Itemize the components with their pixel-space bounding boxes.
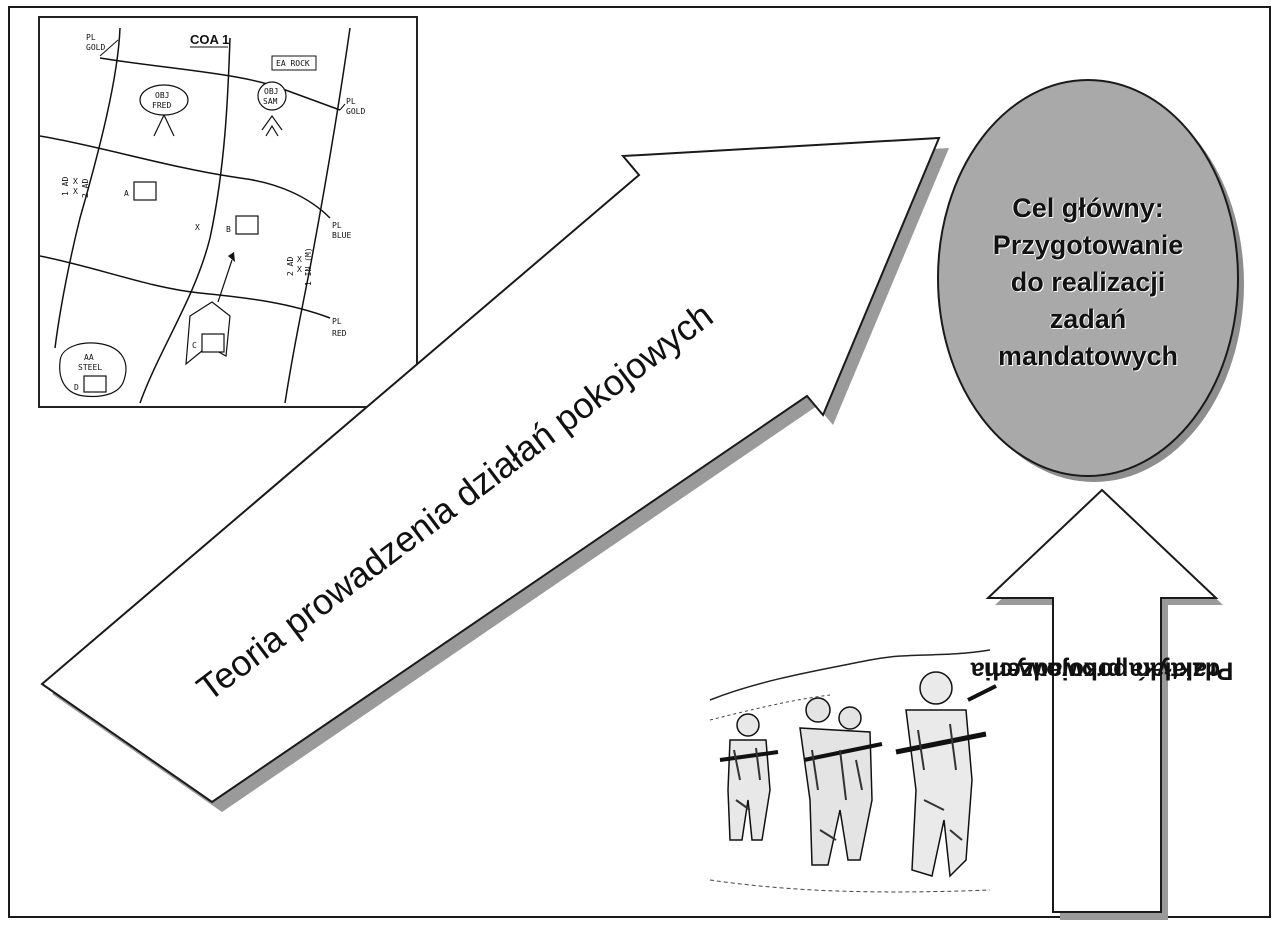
goal-line-5: mandatowych: [997, 340, 1179, 371]
pl-red-label: PL: [332, 317, 342, 326]
boundary-left-x1: X: [73, 177, 78, 186]
obj-sam-label: OBJ: [264, 87, 278, 96]
goal-line-3: do realizacji: [1010, 266, 1166, 297]
unit-b-label: B: [226, 225, 231, 234]
practice-line-2: działań pokojowych: [983, 656, 1221, 685]
boundary-right-1: 2 AD: [286, 257, 295, 276]
coa-map: COA 1 EA ROCK PL GOLD PL GOLD PL BLUE PL…: [38, 16, 418, 408]
soldier-2: [799, 697, 883, 866]
boundary-right-2: 1 IN (M): [304, 247, 313, 286]
unit-c-label: C: [192, 341, 197, 350]
goal-line-2: Przygotowanie: [992, 229, 1184, 260]
obj-fred-label: OBJ: [155, 91, 169, 100]
boundary-right-x2: X: [297, 265, 302, 274]
pl-gold-top-label: PL: [86, 33, 96, 42]
unit-d-label: D: [74, 383, 79, 392]
boundary-left-1: 1 AD: [61, 177, 70, 196]
pl-gold-right-label-2: GOLD: [346, 107, 365, 116]
unit-a-label: A: [124, 189, 129, 198]
obj-sam-label-2: SAM: [263, 97, 278, 106]
aa-steel-label-2: STEEL: [78, 363, 102, 372]
soldier-1: [719, 713, 779, 841]
goal-text: Cel główny: Przygotowanie do realizacji …: [938, 152, 1238, 412]
aa-steel-label: AA: [84, 353, 94, 362]
pl-red-label-2: RED: [332, 329, 347, 338]
map-drawing: COA 1 EA ROCK PL GOLD PL GOLD PL BLUE PL…: [40, 27, 365, 404]
boundary-left-x2: X: [73, 187, 78, 196]
soldiers-illustration: [709, 649, 997, 893]
ea-rock-label: EA ROCK: [276, 59, 310, 68]
boundary-left-2: 2 AD: [81, 179, 90, 198]
center-boundary-x: X: [195, 223, 200, 232]
map-title: COA 1: [190, 32, 229, 47]
soldier-3: [895, 671, 997, 878]
goal-line-1: Cel główny:: [1012, 192, 1164, 223]
obj-fred-label-2: FRED: [152, 101, 171, 110]
goal-line-4: zadań: [1049, 303, 1127, 334]
pl-blue-label: PL: [332, 221, 342, 230]
pl-gold-top-label-2: GOLD: [86, 43, 105, 52]
pl-gold-right-label: PL: [346, 97, 356, 106]
right-boundary-line: [284, 27, 351, 404]
pl-blue-label-2: BLUE: [332, 231, 351, 240]
boundary-right-x1: X: [297, 255, 302, 264]
